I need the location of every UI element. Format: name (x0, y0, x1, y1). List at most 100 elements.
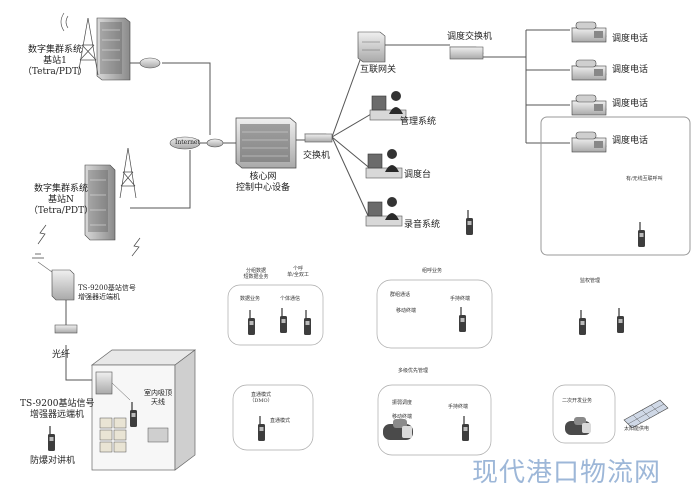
label-line: （DMO） (249, 398, 273, 404)
internet-cloud (169, 136, 201, 150)
desk-phone-icon (571, 131, 607, 153)
watermark: 现代港口物流网 (472, 458, 662, 488)
label-line: 增强器远端机 (29, 410, 84, 420)
label-line: 数字集群系统 (33, 184, 88, 194)
lightning-icon (37, 224, 141, 257)
service-panels (227, 279, 616, 456)
switch-icon (304, 133, 333, 143)
label-line: 分组数据 (245, 268, 266, 274)
repeater-near-end (32, 253, 75, 301)
panel5-handheld-label: 手持终端 (448, 404, 469, 410)
label-line: TS-9200基站信号 (78, 284, 136, 292)
base-station-1-label: 数字集群系统 基站1 （Tetra/PDT） (18, 45, 92, 78)
panel5-dispatch-label: 振弱调度 (392, 400, 413, 406)
panel5-caption: 多级优先管理 (398, 368, 429, 374)
handheld-radio-icon (248, 310, 255, 335)
explosion-radio-label: 防爆对讲机 (30, 456, 76, 466)
phone-label: 调度电话 (612, 99, 649, 109)
router-icon (206, 138, 224, 148)
label-line: 直通模式 (250, 392, 271, 398)
label-line: （Tetra/PDT） (22, 67, 88, 77)
desk-phone-icon (571, 94, 607, 116)
panel-group-call (376, 279, 493, 349)
operator-workstation-icon (365, 149, 403, 179)
panel4-direct-mode-label: 直通模式 (270, 418, 291, 424)
gateway-server (357, 31, 386, 63)
handheld-radio-icon (579, 310, 586, 335)
phone-label: 调度电话 (612, 136, 649, 146)
label-line: 控制中心设备 (235, 183, 290, 193)
label-line: 基站N (48, 195, 74, 205)
panel2-group-label: 群组通话 (390, 292, 411, 298)
panel1-caption-a: 分组数据 短数据业务 (240, 268, 272, 280)
handheld-radio-icon (459, 307, 466, 332)
panel-direct-mode (232, 384, 314, 451)
panel5-mobile-label: 移动终端 (392, 414, 413, 420)
fiber-label: 光纤 (52, 350, 71, 360)
repeater-near-label: TS-9200基站信号 增强器近端机 (78, 284, 136, 302)
antenna-tower-icon (60, 12, 99, 76)
wired-wireless-label: 有/无线互联呼叫 (626, 176, 663, 182)
vehicle-radio-icon (565, 417, 591, 435)
operator-workstations (365, 91, 407, 227)
label-line: 短数据业务 (243, 274, 269, 280)
connection-lines (65, 29, 570, 381)
recorder-label: 录音系统 (404, 220, 441, 230)
panel-priority (377, 384, 492, 456)
panel4-direct-label: 直通模式 （DMO） (246, 392, 276, 404)
operator-workstation-icon (365, 197, 403, 227)
label-line: 增强器近端机 (78, 293, 120, 301)
building (90, 349, 197, 471)
panel6-dev-label: 二次开发业务 (562, 398, 593, 404)
vehicle-radio-icon (383, 419, 413, 440)
panel-data-service (227, 284, 324, 346)
panel2-handheld-label: 手持终端 (450, 296, 471, 302)
handheld-radios (48, 210, 645, 451)
handheld-radio-icon (130, 402, 137, 427)
label-line: 基站1 (43, 56, 67, 66)
phone-devices (571, 21, 607, 153)
switch-label: 交换机 (303, 151, 331, 161)
label-line: TS-9200基站信号 (20, 399, 95, 409)
base-station-n-rack (84, 164, 116, 241)
panel3-caption: 监权管理 (580, 278, 601, 284)
label-line: 核心网 (249, 172, 277, 182)
operator-workstation-icon (369, 91, 407, 121)
internet-label: Internet (175, 139, 200, 146)
panel1-caption-b: 个呼 单/全双工 (282, 266, 314, 278)
solar-panel-icon (623, 399, 669, 429)
handheld-radio-icon (638, 222, 645, 247)
handheld-radio-icon (617, 308, 624, 333)
console-label: 调度台 (404, 170, 432, 180)
panel2-mobile-label: 移动终端 (396, 308, 417, 314)
phone-label: 调度电话 (612, 65, 649, 75)
core-network-label: 核心网 控制中心设备 (222, 172, 304, 194)
desk-phone-icon (571, 59, 607, 81)
panel-dev-service (552, 384, 616, 444)
base-station-n-label: 数字集群系统 基站N （Tetra/PDT） (24, 184, 98, 217)
desk-phone-icon (571, 21, 607, 43)
dispatch-switch-label: 调度交换机 (447, 32, 493, 42)
label-line: 个呼 (292, 266, 303, 272)
handheld-radio-icon (280, 308, 287, 333)
fiber-converter (54, 324, 78, 334)
label-line: 室内吸顶 (144, 389, 172, 397)
mgmt-label: 管理系统 (400, 117, 437, 127)
repeater-remote-label: TS-9200基站信号 增强器远端机 (20, 399, 94, 421)
indoor-antenna-label: 室内吸顶 天线 (136, 389, 180, 407)
router-icon (139, 57, 161, 69)
label-line: 天线 (151, 398, 165, 406)
panel1-individual-label: 个体通信 (280, 296, 301, 302)
handheld-radio-icon (48, 426, 55, 451)
handheld-radio-icon (466, 210, 473, 235)
gateway-label: 互联网关 (360, 65, 397, 75)
handheld-radio-icon (462, 416, 469, 441)
panel2-caption: 组呼业务 (422, 268, 443, 274)
panel6-solar-label: 太阳能供电 (624, 426, 650, 432)
antenna-tower-icon (119, 147, 137, 199)
base-station-1-rack (96, 17, 131, 81)
label-line: 单/全双工 (287, 272, 309, 278)
handheld-radio-icon (258, 416, 265, 441)
wired-wireless-group-box (540, 116, 691, 256)
